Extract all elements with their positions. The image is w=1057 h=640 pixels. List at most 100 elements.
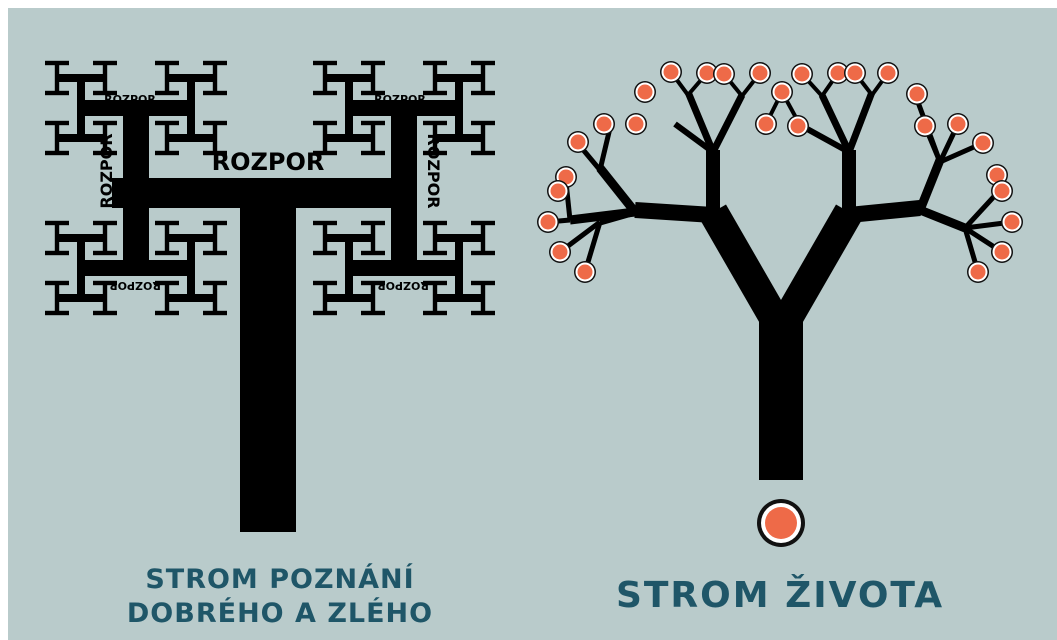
fractal-bar	[432, 123, 438, 153]
fractal-bar	[102, 63, 108, 93]
branch	[634, 202, 714, 223]
fractal-bar	[93, 280, 117, 286]
fractal-bar	[423, 90, 447, 96]
h-bar	[349, 100, 459, 116]
fractal-bar	[322, 283, 328, 313]
fractal-bar	[93, 220, 117, 226]
branch	[848, 200, 921, 223]
fractal-bar	[471, 310, 495, 316]
fractal-bar	[361, 280, 385, 286]
fractal-bar	[45, 250, 69, 256]
fruit	[634, 81, 656, 103]
tree-of-knowledge: ROZPOR ROZPOR ROZPOR ROZPOR ROZPOR ROZPO…	[45, 60, 495, 532]
fruit-core	[970, 264, 986, 280]
branch	[700, 204, 794, 338]
left-branch-left	[123, 108, 149, 268]
fractal-bar	[325, 234, 373, 242]
fractal-bar	[155, 220, 179, 226]
fractal-bar	[361, 220, 385, 226]
fruit	[791, 63, 813, 85]
fractal-bar	[423, 60, 447, 66]
fractal-bar	[167, 234, 215, 242]
fractal-bar	[54, 123, 60, 153]
fractal-bar	[345, 238, 353, 298]
fractal-bar	[212, 63, 218, 93]
caption-tree-of-knowledge: STROM POZNÁNÍ DOBRÉHO A ZLÉHO	[80, 563, 480, 631]
fractal-bar	[313, 310, 337, 316]
fractal-bar	[325, 134, 373, 142]
fractal-bar	[102, 223, 108, 253]
fractal-bar	[313, 90, 337, 96]
fractal-bar	[93, 150, 117, 156]
fractal-bar	[93, 310, 117, 316]
fruit	[1001, 211, 1023, 233]
fractal-bar	[361, 310, 385, 316]
fractal-bar	[361, 150, 385, 156]
fractal-bar	[155, 60, 179, 66]
branch	[818, 93, 853, 154]
fruit	[972, 132, 994, 154]
fractal-bar	[164, 63, 170, 93]
fractal-bar	[45, 150, 69, 156]
fruit-core	[628, 116, 644, 132]
fractal-bar	[313, 150, 337, 156]
fractal-bar	[480, 63, 486, 93]
fractal-bar	[313, 220, 337, 226]
fractal-bar	[93, 250, 117, 256]
fractal-bar	[45, 60, 69, 66]
fractal-bar	[455, 238, 463, 298]
fractal-bar	[155, 250, 179, 256]
fruit-core	[540, 214, 556, 230]
fruit-core	[716, 66, 732, 82]
fractal-bar	[423, 150, 447, 156]
fractal-bar	[325, 74, 373, 82]
fractal-bar	[45, 120, 69, 126]
fractal-bar	[187, 238, 195, 298]
fractal-bar	[45, 220, 69, 226]
rozpor-label-main: ROZPOR	[212, 148, 325, 176]
fractal-bar	[155, 310, 179, 316]
fractal-bar	[370, 63, 376, 93]
fruit	[660, 61, 682, 83]
fractal-bar	[93, 60, 117, 66]
fractal-bar	[313, 120, 337, 126]
fractal-bar	[212, 283, 218, 313]
branch	[768, 204, 862, 338]
fractal-bar	[155, 120, 179, 126]
fractal-bar	[203, 280, 227, 286]
fractal-bar	[322, 123, 328, 153]
branch	[915, 158, 945, 212]
root-fruit	[757, 499, 805, 547]
fruit-core	[994, 183, 1010, 199]
branch	[597, 127, 613, 171]
fractal-bar	[57, 134, 105, 142]
fractal-bar	[480, 223, 486, 253]
fractal-bar	[313, 280, 337, 286]
fruit-core	[752, 65, 768, 81]
fruit	[787, 115, 809, 137]
fruit-core	[1004, 214, 1020, 230]
fruit-core	[558, 169, 574, 185]
fractal-bar	[187, 78, 195, 138]
fractal-bar	[203, 250, 227, 256]
caption-tree-of-life: STROM ŽIVOTA	[615, 575, 945, 616]
fractal-bar	[54, 283, 60, 313]
fruit	[877, 62, 899, 84]
fractal-bar	[370, 223, 376, 253]
fractal-bar	[423, 250, 447, 256]
fruit	[914, 115, 936, 137]
fractal-bar	[435, 234, 483, 242]
fruit	[991, 180, 1013, 202]
fractal-bar	[164, 223, 170, 253]
fruit	[567, 131, 589, 153]
fruit-core	[758, 116, 774, 132]
fruit	[537, 211, 559, 233]
branch	[596, 165, 639, 215]
fractal-bar	[313, 60, 337, 66]
fractal-bar	[45, 310, 69, 316]
fractal-bar	[435, 134, 483, 142]
fruit-core	[577, 264, 593, 280]
fractal-bar	[471, 90, 495, 96]
root-fruit-core	[765, 507, 797, 539]
